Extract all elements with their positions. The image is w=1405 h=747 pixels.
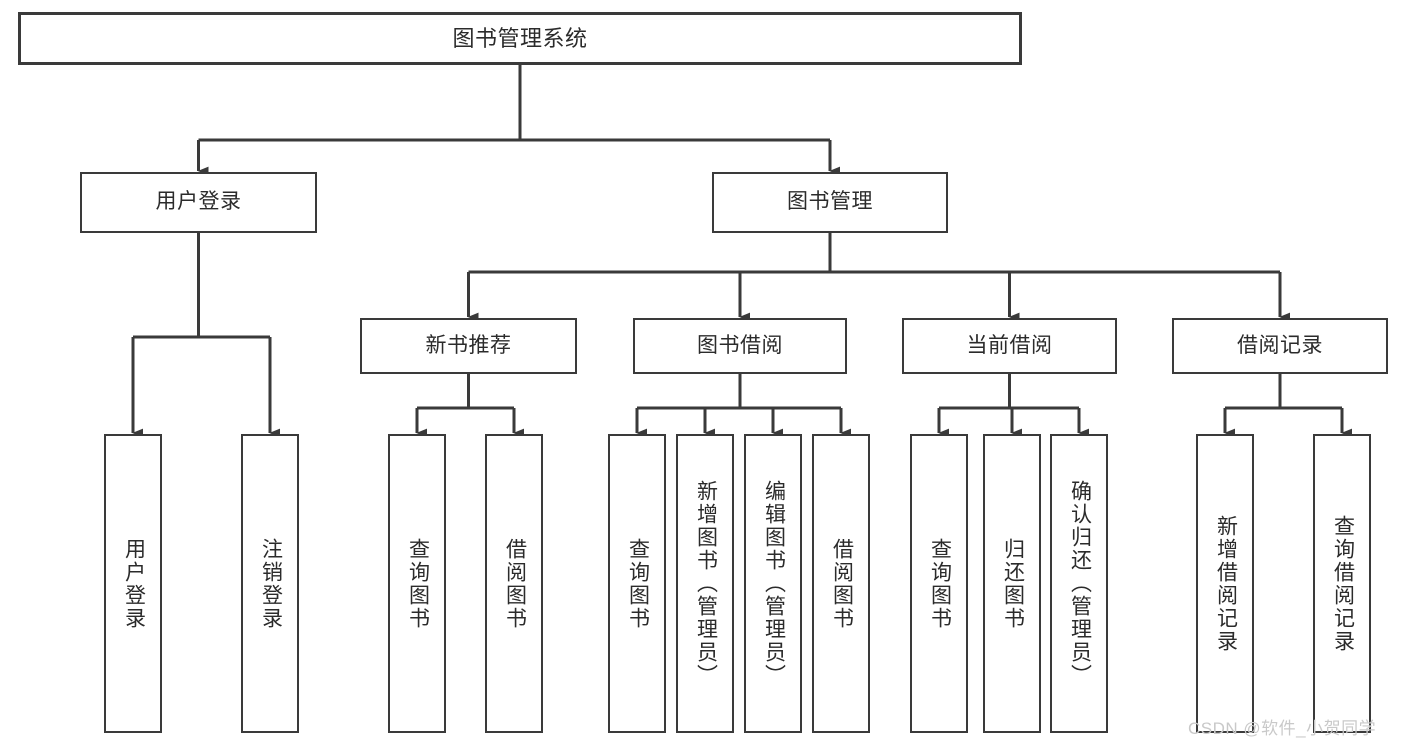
node-leaf-logout: 注销登录: [241, 434, 299, 733]
node-label: 编辑图书（管理员）: [762, 480, 786, 687]
node-borrow: 图书借阅: [633, 318, 847, 374]
node-label: 借阅图书: [830, 537, 854, 630]
node-label: 新增借阅记录: [1214, 514, 1238, 653]
node-leaf-cu-2: 归还图书: [983, 434, 1041, 733]
node-label: 查询图书: [406, 537, 430, 630]
node-leaf-bo-2: 新增图书（管理员）: [676, 434, 734, 733]
node-label: 借阅图书: [503, 537, 527, 630]
node-label: 确认归还（管理员）: [1068, 480, 1092, 687]
node-leaf-nb-2: 借阅图书: [485, 434, 543, 733]
node-label: 图书借阅: [697, 333, 783, 357]
node-newbook: 新书推荐: [360, 318, 577, 374]
node-label: 归还图书: [1001, 537, 1025, 630]
node-label: 用户登录: [155, 190, 242, 214]
node-leaf-cu-1: 查询图书: [910, 434, 968, 733]
node-label: 查询图书: [928, 537, 952, 630]
node-label: 查询图书: [626, 537, 650, 630]
node-label: 查询借阅记录: [1331, 514, 1355, 653]
node-leaf-nb-1: 查询图书: [388, 434, 446, 733]
node-root: 图书管理系统: [18, 12, 1022, 65]
node-label: 注销登录: [259, 537, 283, 630]
node-label: 图书管理系统: [452, 25, 588, 51]
node-label: 新书推荐: [425, 333, 512, 357]
node-leaf-bo-4: 借阅图书: [812, 434, 870, 733]
node-label: 借阅记录: [1237, 333, 1323, 357]
node-label: 用户登录: [122, 537, 146, 630]
node-records: 借阅记录: [1172, 318, 1388, 374]
node-leaf-re-2: 查询借阅记录: [1313, 434, 1371, 733]
node-leaf-re-1: 新增借阅记录: [1196, 434, 1254, 733]
node-current: 当前借阅: [902, 318, 1117, 374]
node-login: 用户登录: [80, 172, 317, 233]
node-label: 图书管理: [787, 190, 873, 214]
node-bookmgmt: 图书管理: [712, 172, 948, 233]
node-label: 新增图书（管理员）: [694, 480, 718, 687]
node-label: 当前借阅: [966, 333, 1053, 357]
node-leaf-cu-3: 确认归还（管理员）: [1050, 434, 1108, 733]
node-leaf-login: 用户登录: [104, 434, 162, 733]
node-leaf-bo-3: 编辑图书（管理员）: [744, 434, 802, 733]
watermark: CSDN @软件_小贺同学: [1188, 719, 1377, 738]
node-leaf-bo-1: 查询图书: [608, 434, 666, 733]
